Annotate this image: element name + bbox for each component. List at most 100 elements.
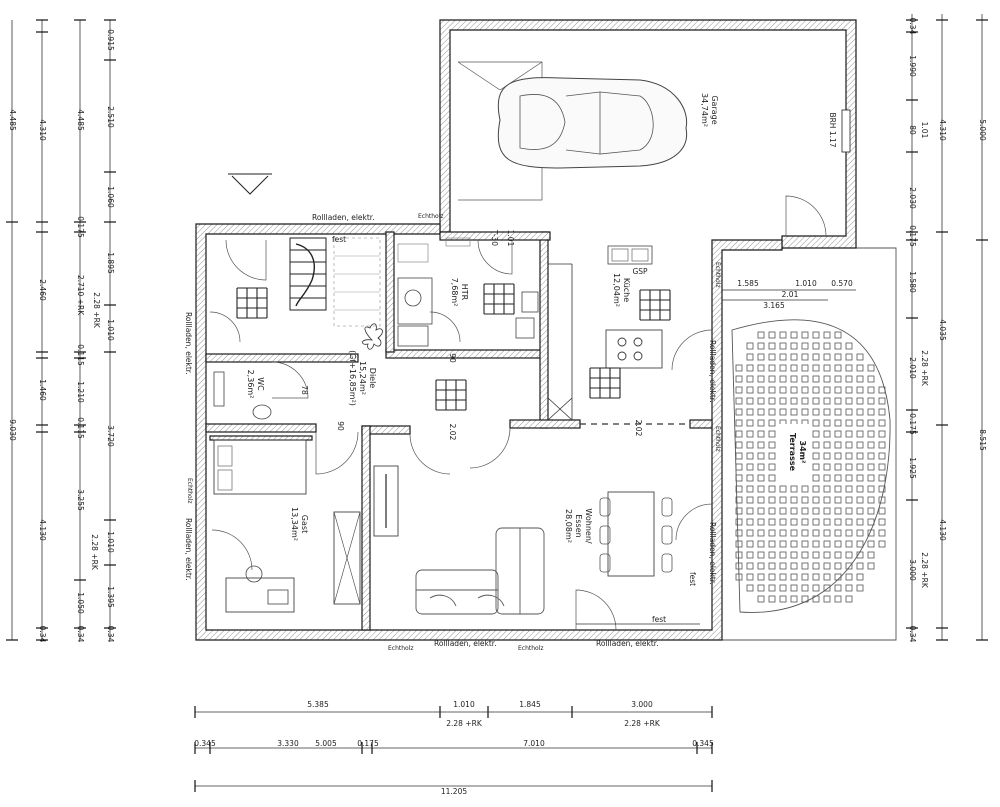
terrace-tile bbox=[867, 375, 875, 383]
terrace-tile bbox=[735, 573, 743, 581]
terrace-tile bbox=[757, 595, 765, 603]
terrace-tile bbox=[779, 529, 787, 537]
bottom-dimensions: 5.385 1.010 2.28 +RK 1.845 3.000 2.28 +R… bbox=[194, 700, 714, 796]
terrace-tile bbox=[823, 408, 831, 416]
terrace-tile bbox=[823, 518, 831, 526]
htr-door-t30: T-30 bbox=[490, 229, 499, 246]
dim-left-inner-4: 0.115 bbox=[76, 344, 85, 366]
wall-kitchen-left bbox=[539, 231, 549, 429]
terrace-tile bbox=[757, 485, 765, 493]
terrace-tile bbox=[790, 342, 798, 350]
terrace-tile bbox=[779, 518, 787, 526]
terrace-tile bbox=[757, 518, 765, 526]
rollladen-top: Rollladen, elektr. bbox=[312, 213, 375, 222]
terrace-dim-4: 2.01 bbox=[782, 290, 799, 299]
terrace-tile bbox=[856, 573, 864, 581]
dim-left-col-1: 0.915 bbox=[106, 29, 115, 51]
terrace-tile bbox=[823, 331, 831, 339]
terrace-tile bbox=[757, 441, 765, 449]
terrace-tile bbox=[801, 496, 809, 504]
terrace-tile bbox=[834, 463, 842, 471]
terrace-tile bbox=[735, 463, 743, 471]
terrace: 1.585 1.010 0.570 2.01 3.165 Terrasse 34… bbox=[712, 247, 897, 641]
terrace-tile bbox=[845, 386, 853, 394]
terrace-tile bbox=[746, 562, 754, 570]
terrace-tile bbox=[834, 375, 842, 383]
terrace-tile bbox=[735, 551, 743, 559]
dim-right-inner-13: 2.28 +RK bbox=[920, 552, 929, 589]
terrace-tile bbox=[768, 463, 776, 471]
living-terrace-door bbox=[575, 589, 617, 631]
terrace-tile bbox=[823, 496, 831, 504]
terrace-tile bbox=[845, 496, 853, 504]
room-kueche: GSP 2.02 Küche 12,04m² bbox=[547, 245, 713, 437]
terrace-tile bbox=[757, 474, 765, 482]
terrace-tile bbox=[768, 496, 776, 504]
terrace-tiles bbox=[735, 331, 886, 603]
tile-marker bbox=[639, 289, 671, 321]
terrace-tile bbox=[834, 474, 842, 482]
room-gast: Gast 13,34m² bbox=[211, 439, 361, 613]
terrace-tile bbox=[757, 375, 765, 383]
terrace-tile bbox=[768, 452, 776, 460]
bed-icon bbox=[213, 439, 307, 495]
terrace-tile bbox=[735, 529, 743, 537]
dim-bottom1-5: 3.000 bbox=[631, 700, 653, 709]
living-window-swing bbox=[675, 503, 713, 541]
terrace-tile bbox=[768, 573, 776, 581]
dining-chairs bbox=[599, 497, 673, 573]
dim-right-inner-14: 0.34 bbox=[908, 626, 917, 643]
terrace-tile bbox=[779, 496, 787, 504]
terrace-name: Terrasse bbox=[788, 433, 797, 472]
terrace-tile bbox=[867, 562, 875, 570]
terrace-tile bbox=[812, 331, 820, 339]
terrace-tile bbox=[845, 540, 853, 548]
garage-area: 34,74m² bbox=[700, 93, 709, 127]
terrace-tile bbox=[735, 474, 743, 482]
dim-left-inner-1: 4.485 bbox=[76, 109, 85, 131]
wall-living-top-right bbox=[509, 419, 581, 429]
dim-bottom2-4: 0.175 bbox=[357, 739, 379, 748]
terrace-tile bbox=[878, 518, 886, 526]
terrace-tile bbox=[801, 353, 809, 361]
terrace-tile bbox=[746, 507, 754, 515]
dim-left-inner-6: 0.115 bbox=[76, 417, 85, 439]
terrace-tile bbox=[801, 408, 809, 416]
terrace-tile bbox=[790, 573, 798, 581]
dim-left-inner-3: 2.710 +RK bbox=[76, 275, 85, 316]
terrace-tile bbox=[735, 441, 743, 449]
sofa-icon bbox=[415, 527, 545, 615]
terrace-tile bbox=[757, 342, 765, 350]
terrace-tile bbox=[790, 375, 798, 383]
terrace-tile bbox=[823, 386, 831, 394]
terrace-tile bbox=[856, 408, 864, 416]
terrace-tile bbox=[878, 529, 886, 537]
dim-right-inner-12: 3.000 bbox=[908, 559, 917, 581]
terrace-tile bbox=[801, 529, 809, 537]
tile-marker bbox=[435, 379, 467, 411]
terrace-tile bbox=[746, 364, 754, 372]
terrace-tile bbox=[812, 562, 820, 570]
terrace-tile bbox=[746, 441, 754, 449]
wc-door bbox=[271, 361, 309, 399]
terrace-tile bbox=[834, 408, 842, 416]
terrace-tile bbox=[834, 441, 842, 449]
dim-bottom2-3: 5.005 bbox=[315, 739, 337, 748]
terrace-tile bbox=[757, 386, 765, 394]
terrace-tile bbox=[790, 496, 798, 504]
terrace-tile bbox=[823, 463, 831, 471]
terrace-dim-3: 0.570 bbox=[831, 279, 853, 288]
terrace-tile bbox=[878, 485, 886, 493]
terrace-tile bbox=[757, 463, 765, 471]
terrace-tile bbox=[779, 364, 787, 372]
terrace-tile bbox=[856, 551, 864, 559]
terrace-tile bbox=[878, 507, 886, 515]
terrace-tile bbox=[779, 353, 787, 361]
dim-bottom2-5: 7.010 bbox=[523, 739, 545, 748]
entry-area bbox=[209, 239, 267, 343]
terrace-tile bbox=[856, 430, 864, 438]
sideboard-icon bbox=[373, 465, 399, 537]
staircase: fest bbox=[289, 235, 381, 327]
terrace-tile bbox=[768, 331, 776, 339]
terrace-tile bbox=[768, 441, 776, 449]
